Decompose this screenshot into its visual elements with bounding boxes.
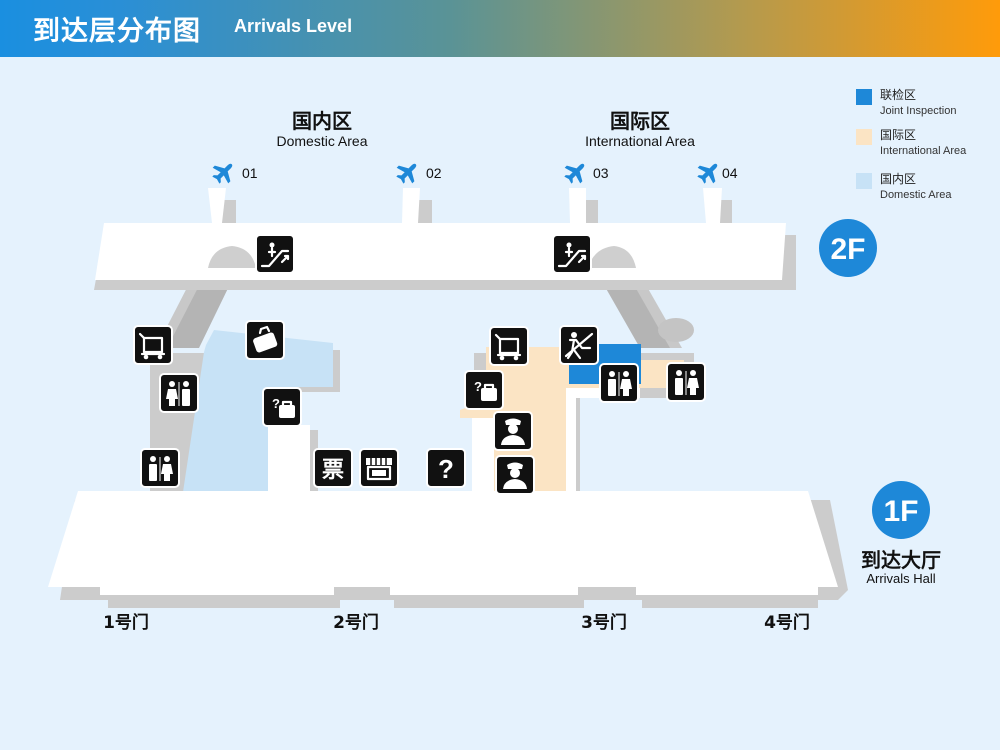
svg-text:国内区: 国内区	[880, 172, 916, 186]
upper-floor-building	[94, 188, 796, 290]
page-title: 到达层分布图	[33, 16, 201, 47]
domestic-zone-title: 国内区	[292, 109, 352, 133]
svg-text:?: ?	[438, 454, 454, 484]
customs-officer-icon[interactable]	[495, 455, 535, 495]
svg-text:票: 票	[322, 458, 344, 483]
plane-icon	[560, 156, 592, 188]
gate-03[interactable]: 03	[560, 156, 609, 188]
gate-02[interactable]: 02	[392, 156, 442, 188]
no-smoking-icon[interactable]	[559, 325, 599, 365]
restroom-icon[interactable]	[599, 363, 639, 403]
floor-badge-2f: 2F	[819, 219, 877, 277]
plane-icon	[392, 156, 424, 188]
legend-item-domestic: 国内区 Domestic Area	[856, 172, 952, 201]
exit-4-label: 4号门	[764, 612, 810, 633]
gate-01[interactable]: 01	[208, 156, 258, 188]
plane-icon	[208, 156, 240, 188]
lost-and-found-icon[interactable]: ?	[262, 387, 302, 427]
svg-text:国际区: 国际区	[880, 128, 916, 142]
floor-badge-1f: 1F	[872, 481, 930, 539]
gate-label: 02	[426, 165, 442, 181]
ticket-office-icon[interactable]: 票	[313, 448, 353, 488]
information-icon[interactable]: ?	[426, 448, 466, 488]
svg-text:联检区: 联检区	[880, 87, 916, 102]
international-zone-title: 国际区	[610, 109, 670, 133]
header-bar: 到达层分布图 Arrivals Level	[0, 0, 1000, 57]
svg-text:?: ?	[474, 379, 482, 394]
exit-1-label: 1号门	[103, 612, 149, 633]
legend: 联检区 Joint Inspection 国际区 International A…	[856, 87, 967, 201]
svg-text:1F: 1F	[883, 495, 918, 528]
svg-text:Domestic Area: Domestic Area	[880, 189, 952, 201]
shop-icon[interactable]	[359, 448, 399, 488]
domestic-zone-subtitle: Domestic Area	[276, 133, 367, 149]
border-control-officer-icon[interactable]	[493, 411, 533, 451]
legend-item-joint-inspection: 联检区 Joint Inspection	[856, 87, 956, 117]
page-subtitle: Arrivals Level	[234, 16, 353, 36]
restroom-icon[interactable]	[159, 373, 199, 413]
gate-04[interactable]: 04	[693, 156, 738, 188]
svg-text:Joint Inspection: Joint Inspection	[880, 105, 956, 117]
svg-text:?: ?	[272, 396, 280, 411]
exit-2-label: 2号门	[333, 612, 379, 633]
svg-text:International Area: International Area	[880, 145, 967, 157]
gate-label: 04	[722, 165, 738, 181]
arrivals-hall-subtitle: Arrivals Hall	[866, 571, 935, 586]
restroom-icon[interactable]	[666, 362, 706, 402]
gate-label: 03	[593, 165, 609, 181]
international-zone-subtitle: International Area	[585, 133, 695, 149]
legend-item-international: 国际区 International Area	[856, 128, 967, 157]
baggage-cart-icon[interactable]	[489, 326, 529, 366]
escalator-icon[interactable]	[552, 234, 592, 274]
gate-label: 01	[242, 165, 258, 181]
plane-icon	[693, 156, 725, 188]
luggage-icon[interactable]	[245, 320, 285, 360]
exit-3-label: 3号门	[581, 612, 627, 633]
svg-text:2F: 2F	[830, 233, 865, 266]
baggage-cart-icon[interactable]	[133, 325, 173, 365]
lost-and-found-icon[interactable]: ?	[464, 370, 504, 410]
ramp-right	[600, 278, 694, 348]
escalator-icon[interactable]	[255, 234, 295, 274]
restroom-icon[interactable]	[140, 448, 180, 488]
arrivals-hall-title: 到达大厅	[861, 548, 941, 572]
